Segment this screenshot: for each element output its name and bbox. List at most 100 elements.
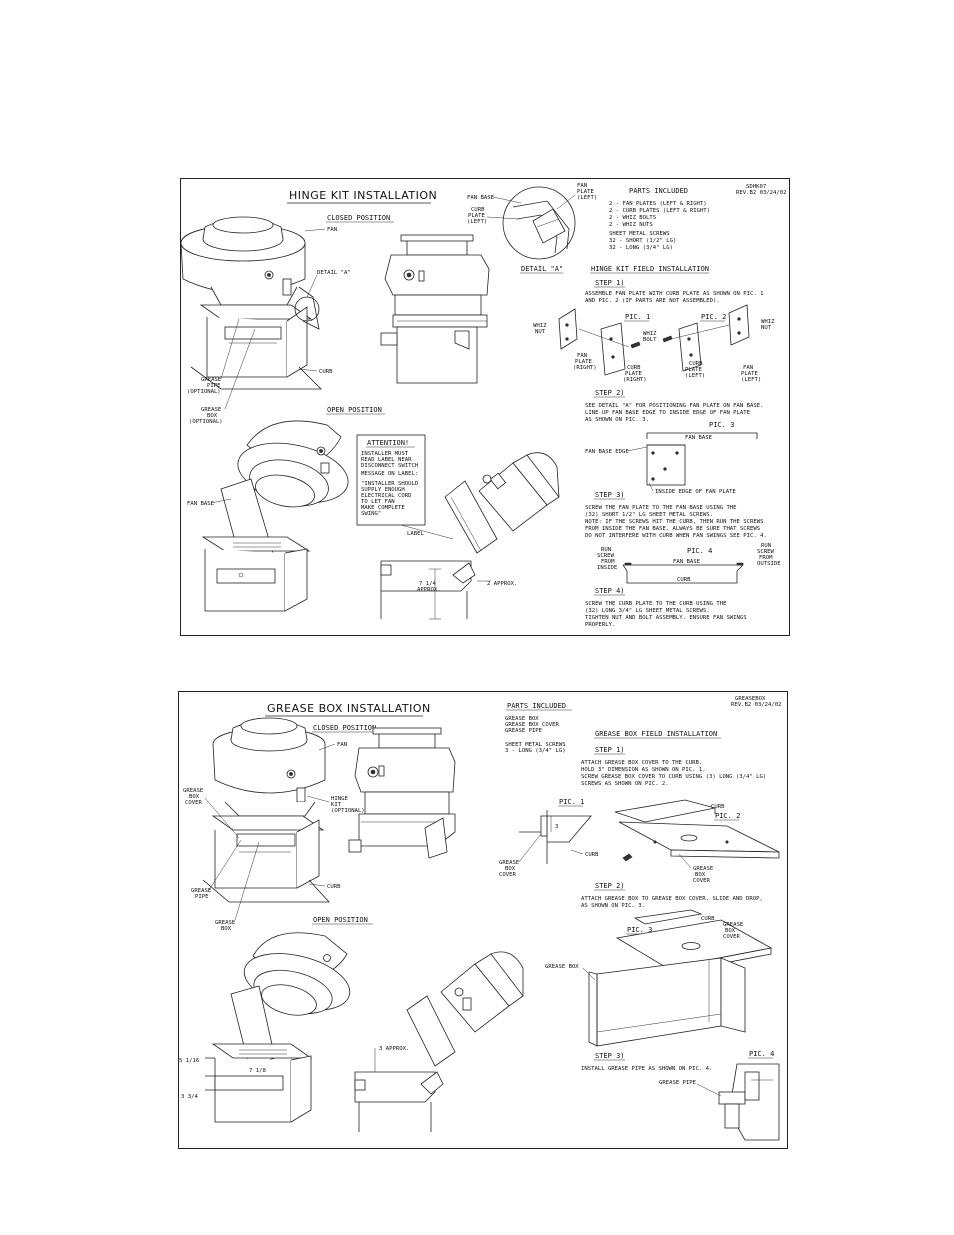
step1-heading: STEP 1)	[595, 746, 625, 754]
pic2-illustration	[614, 799, 780, 862]
step3-line: INSTALL GREASE PIPE AS SHOWN ON PIC. 4.	[581, 1066, 712, 1072]
pic4-illustration	[718, 1063, 780, 1141]
dim-2-approx: 2 APPROX.	[487, 581, 517, 587]
pic1-illustration	[558, 308, 641, 376]
pic2-fan-plate-3: (LEFT)	[741, 377, 761, 383]
parts-item: SHEET METAL SCREWS	[609, 231, 670, 237]
fan-label: FAN	[327, 227, 337, 233]
pic1-title: PIC. 1	[625, 313, 650, 321]
attention-heading: ATTENTION!	[367, 439, 409, 447]
pic2-title: PIC. 2	[715, 812, 740, 820]
detail-fan-plate-3: (LEFT)	[577, 195, 597, 201]
pic2-curb: CURB	[711, 804, 725, 810]
pic1-gb-cover-1: GREASE	[499, 860, 520, 866]
curb-label: CURB	[319, 369, 333, 375]
step2-line: ATTACH GREASE BOX TO GREASE BOX COVER, S…	[581, 896, 763, 902]
sheet-title: HINGE KIT INSTALLATION	[289, 189, 437, 202]
grease-box-label-2: BOX	[207, 413, 218, 419]
attention-line: SWING"	[361, 511, 381, 517]
grease-pipe-label-1: GREASE	[191, 888, 212, 894]
detail-fan-base-label: FAN BASE	[467, 195, 495, 201]
pic4-curb: CURB	[677, 577, 691, 583]
field-install-heading: GREASE BOX FIELD INSTALLATION	[595, 730, 717, 738]
attention-box: ATTENTION! INSTALLER MUST READ LABEL NEA…	[356, 434, 426, 526]
hinge-kit-drawing: HINGE KIT INSTALLATION SDHK07 REV.B2 03/…	[181, 183, 787, 628]
parts-included-heading: PARTS INCLUDED	[507, 702, 566, 710]
fan-open-side-view	[380, 452, 560, 620]
dim-7-1-4: 7 1/4	[419, 581, 436, 587]
pic1-gb-cover-2: BOX	[505, 866, 516, 872]
parts-item: 32 - SHORT (1/2" LG)	[609, 238, 676, 244]
attention-line: ELECTRICAL CORD	[361, 493, 412, 499]
pic3-inside-edge: INSIDE EDGE OF FAN PLATE	[655, 489, 736, 495]
parts-item: GREASE PIPE	[505, 728, 543, 734]
pic1-curb: CURB	[585, 852, 599, 858]
fan-closed-side-view	[380, 234, 490, 384]
parts-included-list: 2 - FAN PLATES (LEFT & RIGHT) 2 - CURB P…	[609, 201, 710, 251]
detail-a-label: DETAIL "A"	[317, 270, 351, 276]
attention-line: INSTALLER MUST	[361, 451, 409, 457]
grease-box-drawing: GREASE BOX INSTALLATION GREASEBOX REV.B2…	[179, 696, 782, 1141]
pic3-illustration	[646, 432, 758, 486]
pic3-gb-cover-1: GREASE	[723, 922, 744, 928]
step4-line: SCREW THE CURB PLATE TO THE CURB USING T…	[585, 601, 727, 607]
fan-closed-side-view	[348, 727, 456, 859]
pic3-gb-cover-3: COVER	[723, 934, 740, 940]
parts-item: GREASE BOX COVER	[505, 722, 560, 728]
pic1-illustration	[519, 810, 592, 864]
step2-line: AS SHOWN ON PIC. 3.	[581, 903, 645, 909]
step1-heading: STEP 1)	[595, 279, 625, 287]
step3-line: SCREW THE FAN PLATE TO THE FAN BASE USIN…	[585, 505, 737, 511]
grease-pipe-label-2: PIPE	[207, 383, 221, 389]
pic4-run-inside-3: FROM	[601, 559, 615, 565]
pic2-title: PIC. 2	[701, 313, 726, 321]
parts-item: 2 - WHIZ BOLTS	[609, 215, 656, 221]
step3-heading: STEP 3)	[595, 491, 625, 499]
attention-line: TO LET FAN	[361, 499, 395, 505]
step2-heading: STEP 2)	[595, 389, 625, 397]
pic4-illustration	[622, 562, 744, 584]
gb-cover-label-3: COVER	[185, 800, 202, 806]
fan-base-label: FAN BASE	[187, 501, 215, 507]
pic4-fan-base: FAN BASE	[673, 559, 701, 565]
pic4-run-inside-2: SCREW	[597, 553, 614, 559]
parts-item: 32 - LONG (3/4" LG)	[609, 245, 673, 251]
step3-line: NOTE: IF THE SCREWS HIT THE CURB, THEN R…	[585, 519, 764, 525]
parts-item: GREASE BOX	[505, 716, 539, 722]
curb-label: CURB	[327, 884, 341, 890]
revision: REV.B2 03/24/02	[731, 702, 782, 708]
grease-pipe-label-3: (OPTIONAL)	[187, 389, 221, 395]
pic4-run-outside-4: OUTSIDE	[757, 561, 781, 567]
step1-line: ATTACH GREASE BOX COVER TO THE CURB.	[581, 760, 702, 766]
pic1-curb-plate-2: PLATE	[625, 371, 642, 377]
pic4-run-inside-4: INSIDE	[597, 565, 618, 571]
step4-line: (32) LONG 3/4" LG SHEET METAL SCREWS.	[585, 608, 710, 614]
pic1-fan-plate-3: (RIGHT)	[573, 365, 597, 371]
pic1-gb-cover-3: COVER	[499, 872, 516, 878]
grease-box-installation-sheet: GREASE BOX INSTALLATION GREASEBOX REV.B2…	[178, 691, 788, 1149]
pic4-run-outside-2: SCREW	[757, 549, 774, 555]
grease-box-label-2: BOX	[221, 926, 232, 932]
pic4-run-outside-1: RUN	[761, 543, 771, 549]
fan-open-illustration	[205, 932, 351, 1123]
step1-line: HOLD 3" DIMENSION AS SHOWN ON PIC. 1.	[581, 767, 706, 773]
detail-curb-plate-1: CURB	[471, 207, 485, 213]
pic3-gb-cover-2: BOX	[725, 928, 736, 934]
fan-closed-illustration	[202, 717, 330, 903]
fan-closed-illustration	[181, 216, 322, 390]
detail-a-illustration	[502, 186, 576, 260]
dim-5-1-16: 5 1/16	[179, 1058, 199, 1064]
dim-3-approx: 3 APPROX.	[379, 1046, 409, 1052]
parts-item: 2 - CURB PLATES (LEFT & RIGHT)	[609, 208, 710, 214]
pic2-whiz-nut-2: NUT	[761, 325, 772, 331]
pic4-run-inside-1: RUN	[601, 547, 611, 553]
closed-position-heading: CLOSED POSITION	[313, 724, 376, 732]
dim-7-1-8: 7 1/8	[249, 1068, 266, 1074]
open-position-heading: OPEN POSITION	[313, 916, 368, 924]
attention-line: DISCONNECT SWITCH	[361, 463, 418, 469]
pic1-dim-3: 3	[555, 824, 558, 830]
pic3-illustration	[588, 909, 773, 1047]
parts-item: SHEET METAL SCREWS	[505, 742, 566, 748]
step2-line: LINE UP FAN BASE EDGE TO INSIDE EDGE OF …	[585, 410, 751, 416]
attention-line: READ LABEL NEAR	[361, 457, 412, 463]
